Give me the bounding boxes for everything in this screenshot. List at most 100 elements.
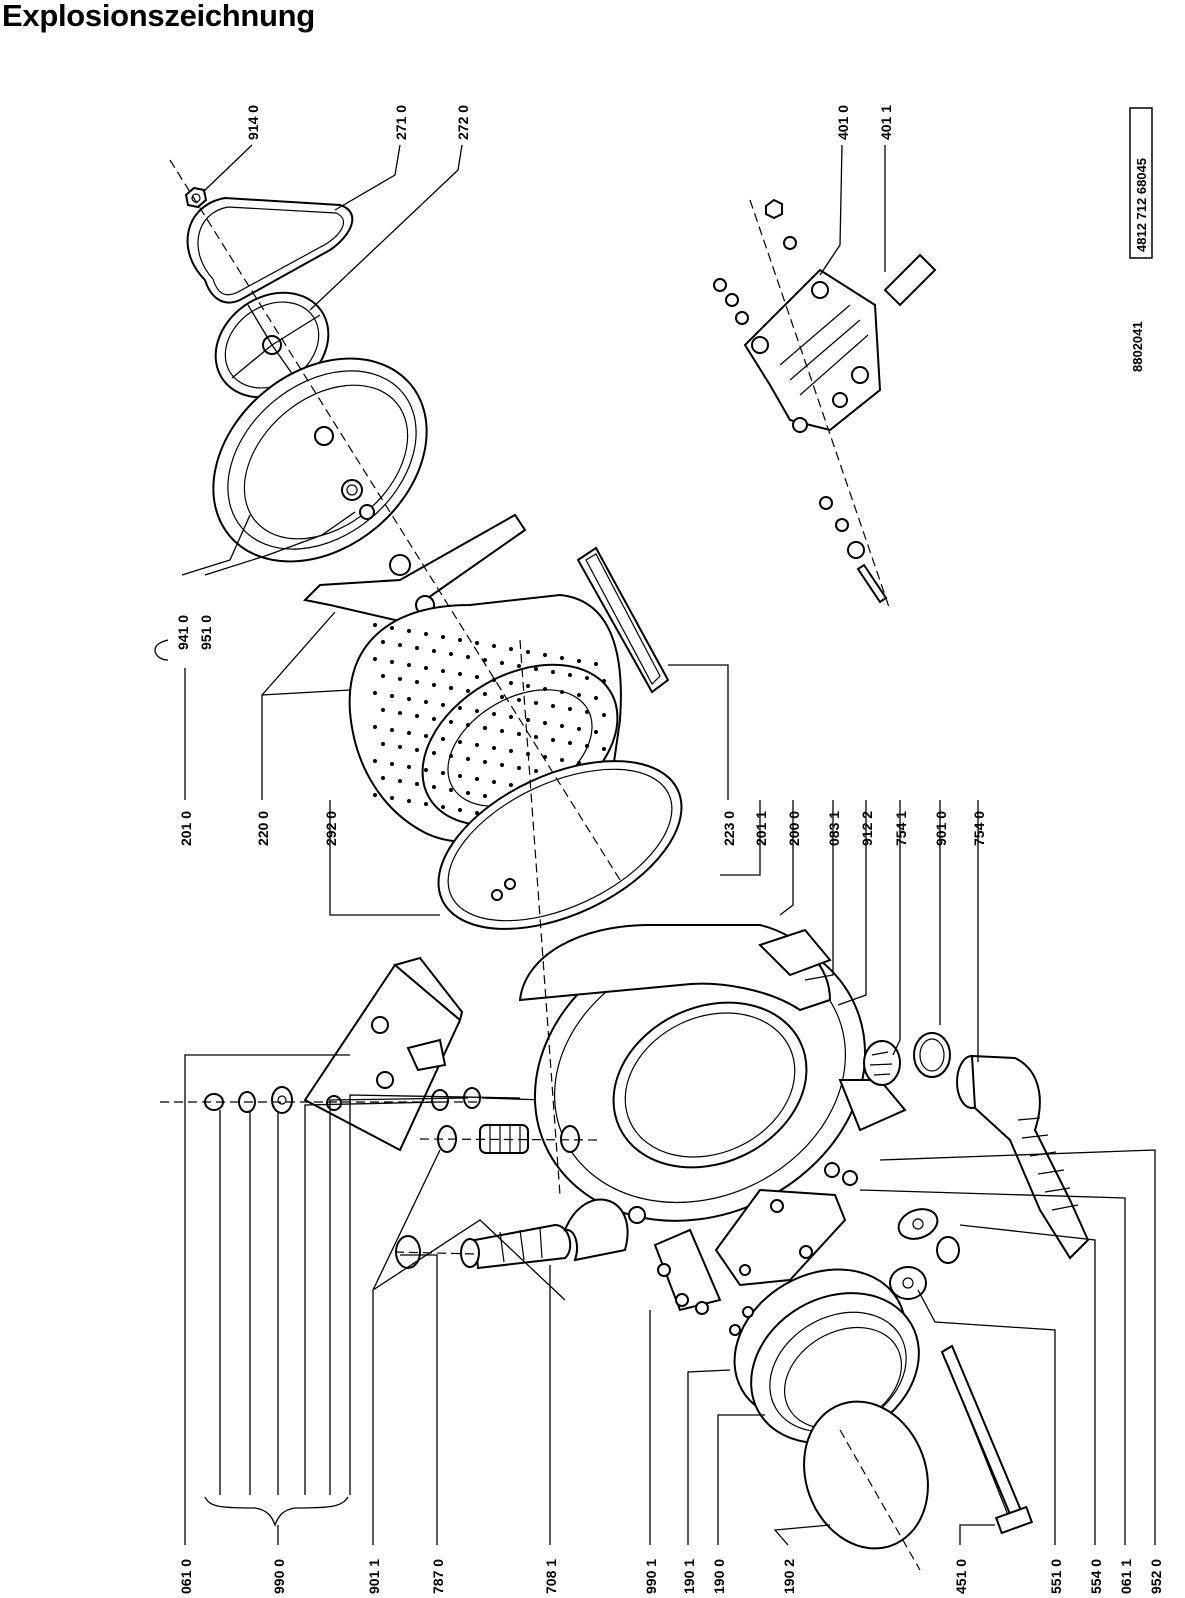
perforation-dot (407, 765, 411, 769)
perforation-dot (432, 751, 436, 755)
perforation-dot (475, 675, 479, 679)
hose-clamp-part (913, 1032, 951, 1078)
perforation-dot (517, 664, 521, 668)
perforation-dot (594, 696, 598, 700)
perforation-dot (441, 703, 445, 707)
perforation-dot (560, 758, 564, 762)
label-4011: 401 1 (878, 105, 894, 140)
label-0831: 083 1 (826, 811, 842, 846)
perforation-dot (449, 754, 453, 758)
tub-rear-part (212, 357, 428, 563)
perforation-dot (407, 799, 411, 803)
perforation-dot (466, 689, 470, 693)
perforation-dot (398, 643, 402, 647)
part-number-frame (1129, 107, 1153, 259)
perforation-dot (568, 707, 572, 711)
label-2010: 201 0 (178, 811, 194, 846)
label-9140: 914 0 (245, 105, 261, 140)
label-9011: 901 1 (366, 1559, 382, 1594)
perforation-dot (560, 690, 564, 694)
label-9010: 901 0 (933, 811, 949, 846)
counterweight-part (303, 956, 464, 1152)
label-9510: 951 0 (198, 615, 214, 650)
perforation-dot (602, 747, 606, 751)
label-7541: 754 1 (893, 811, 909, 846)
perforation-dot (398, 711, 402, 715)
label-1902: 190 2 (781, 1559, 797, 1594)
perforation-dot (458, 638, 462, 642)
pump-valve-part (437, 1124, 580, 1154)
label-2710: 271 0 (393, 105, 409, 140)
label-0610: 061 0 (178, 1559, 194, 1594)
perforation-dot (543, 653, 547, 657)
perforation-dot (534, 735, 538, 739)
perforation-dot (432, 717, 436, 721)
perforation-dot (534, 769, 538, 773)
perforation-dot (458, 706, 462, 710)
perforation-dot (407, 663, 411, 667)
perforation-dot (560, 656, 564, 660)
perforation-dot (432, 649, 436, 653)
perforation-dot (568, 741, 572, 745)
perforation-dot (585, 710, 589, 714)
perforation-dot (492, 712, 496, 716)
motor-part (713, 198, 937, 604)
perforation-dot (449, 686, 453, 690)
perforation-dot (526, 650, 530, 654)
perforation-dot (390, 796, 394, 800)
perforation-dot (381, 674, 385, 678)
leader-lines (154, 144, 1156, 1546)
perforation-dot (483, 658, 487, 662)
doc-number: 8802041 (1130, 321, 1145, 372)
perforation-dot (424, 768, 428, 772)
tub-front-part (518, 924, 907, 1224)
label-2000: 200 0 (786, 811, 802, 846)
perforation-dot (381, 742, 385, 746)
drum-ring-part (437, 760, 683, 930)
perforation-dot (551, 704, 555, 708)
perforation-dot (415, 714, 419, 718)
perforation-dot (449, 720, 453, 724)
perforation-dot (509, 681, 513, 685)
perforation-dot (441, 771, 445, 775)
page-title: Explosionszeichnung (2, 0, 315, 33)
perforation-dot (526, 684, 530, 688)
perforation-dot (483, 760, 487, 764)
label-7540: 754 0 (971, 811, 987, 846)
perforation-dot (407, 697, 411, 701)
perforation-dot (466, 723, 470, 727)
perforation-dot (483, 794, 487, 798)
label-9901: 990 1 (643, 1559, 659, 1594)
perforation-dot (509, 783, 513, 787)
perforation-dot (373, 793, 377, 797)
label-5540: 554 0 (1088, 1559, 1104, 1594)
label-2011: 201 1 (753, 811, 769, 846)
perforation-dot (483, 692, 487, 696)
thermostat-part (889, 1208, 960, 1300)
perforation-dot (492, 678, 496, 682)
perforation-dot (577, 659, 581, 663)
perforation-dot (602, 713, 606, 717)
drum-lifter-part (576, 546, 670, 694)
perforation-dot (458, 808, 462, 812)
perforation-dot (475, 777, 479, 781)
perforation-dot (373, 725, 377, 729)
perforation-dot (441, 805, 445, 809)
perforation-dot (543, 721, 547, 725)
perforation-dot (602, 679, 606, 683)
perforation-dot (458, 672, 462, 676)
perforation-dot (492, 780, 496, 784)
perforation-dot (466, 655, 470, 659)
perforation-dot (458, 774, 462, 778)
perforation-dot (585, 676, 589, 680)
nut-part-914 (184, 186, 208, 209)
label-7870: 787 0 (430, 1559, 446, 1594)
perforation-dot (424, 666, 428, 670)
perforation-dot (390, 626, 394, 630)
label-9122: 912 2 (859, 811, 875, 846)
label-5510: 551 0 (1048, 1559, 1064, 1594)
perforation-dot (594, 662, 598, 666)
label-4510: 451 0 (953, 1559, 969, 1594)
perforation-dot (560, 724, 564, 728)
perforation-dot (475, 709, 479, 713)
